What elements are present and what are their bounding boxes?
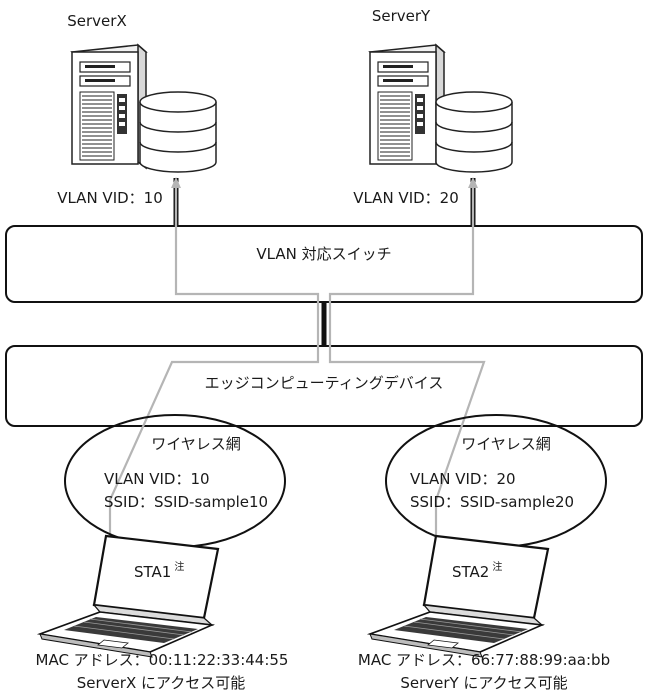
wireless-20-title: ワイヤレス網 (461, 435, 551, 453)
sta2-mac-address: MAC アドレス：66:77:88:99:aa:bb (358, 651, 610, 669)
laptop-sta2 (366, 534, 550, 658)
sta1-access-note: ServerX にアクセス可能 (77, 674, 245, 692)
arrow-up-icon (171, 177, 181, 188)
arrow-up-icon (468, 177, 478, 188)
sta2-name: STA2 (452, 563, 489, 581)
sta1-mac-address: MAC アドレス：00:11:22:33:44:55 (36, 651, 289, 669)
server-tower-icon (70, 43, 148, 170)
switch-label: VLAN 対応スイッチ (256, 245, 391, 263)
server-tower-icon (368, 43, 446, 170)
vlan-path-10 (108, 177, 320, 558)
wireless-10-vlan: VLAN VID：10 (104, 470, 210, 488)
server-y-name: ServerY (372, 7, 431, 25)
edge-device-label: エッジコンピューティングデバイス (205, 374, 444, 392)
server-x (70, 43, 217, 173)
vlan-path-20 (328, 177, 486, 556)
laptop-icon (366, 534, 550, 658)
server-y-vlan-label: VLAN VID：20 (353, 189, 459, 207)
sta2-note: 注 (492, 560, 502, 573)
server-x-vlan-label: VLAN VID：10 (57, 189, 163, 207)
sta2-access-note: ServerY にアクセス可能 (400, 674, 567, 692)
database-icon (139, 91, 217, 173)
wireless-20-ssid: SSID：SSID-sample20 (410, 493, 574, 511)
wireless-20-vlan: VLAN VID：20 (410, 470, 516, 488)
sta1-name: STA1 (134, 563, 171, 581)
wireless-10-title: ワイヤレス網 (151, 435, 241, 453)
laptop-icon (36, 534, 220, 658)
server-x-name: ServerX (67, 12, 126, 30)
wireless-10-ssid: SSID：SSID-sample10 (104, 493, 268, 511)
server-y (368, 43, 513, 173)
vlan-switch-box (5, 225, 643, 303)
database-icon (435, 91, 513, 173)
sta1-note: 注 (174, 560, 184, 573)
laptop-sta1 (36, 534, 220, 658)
